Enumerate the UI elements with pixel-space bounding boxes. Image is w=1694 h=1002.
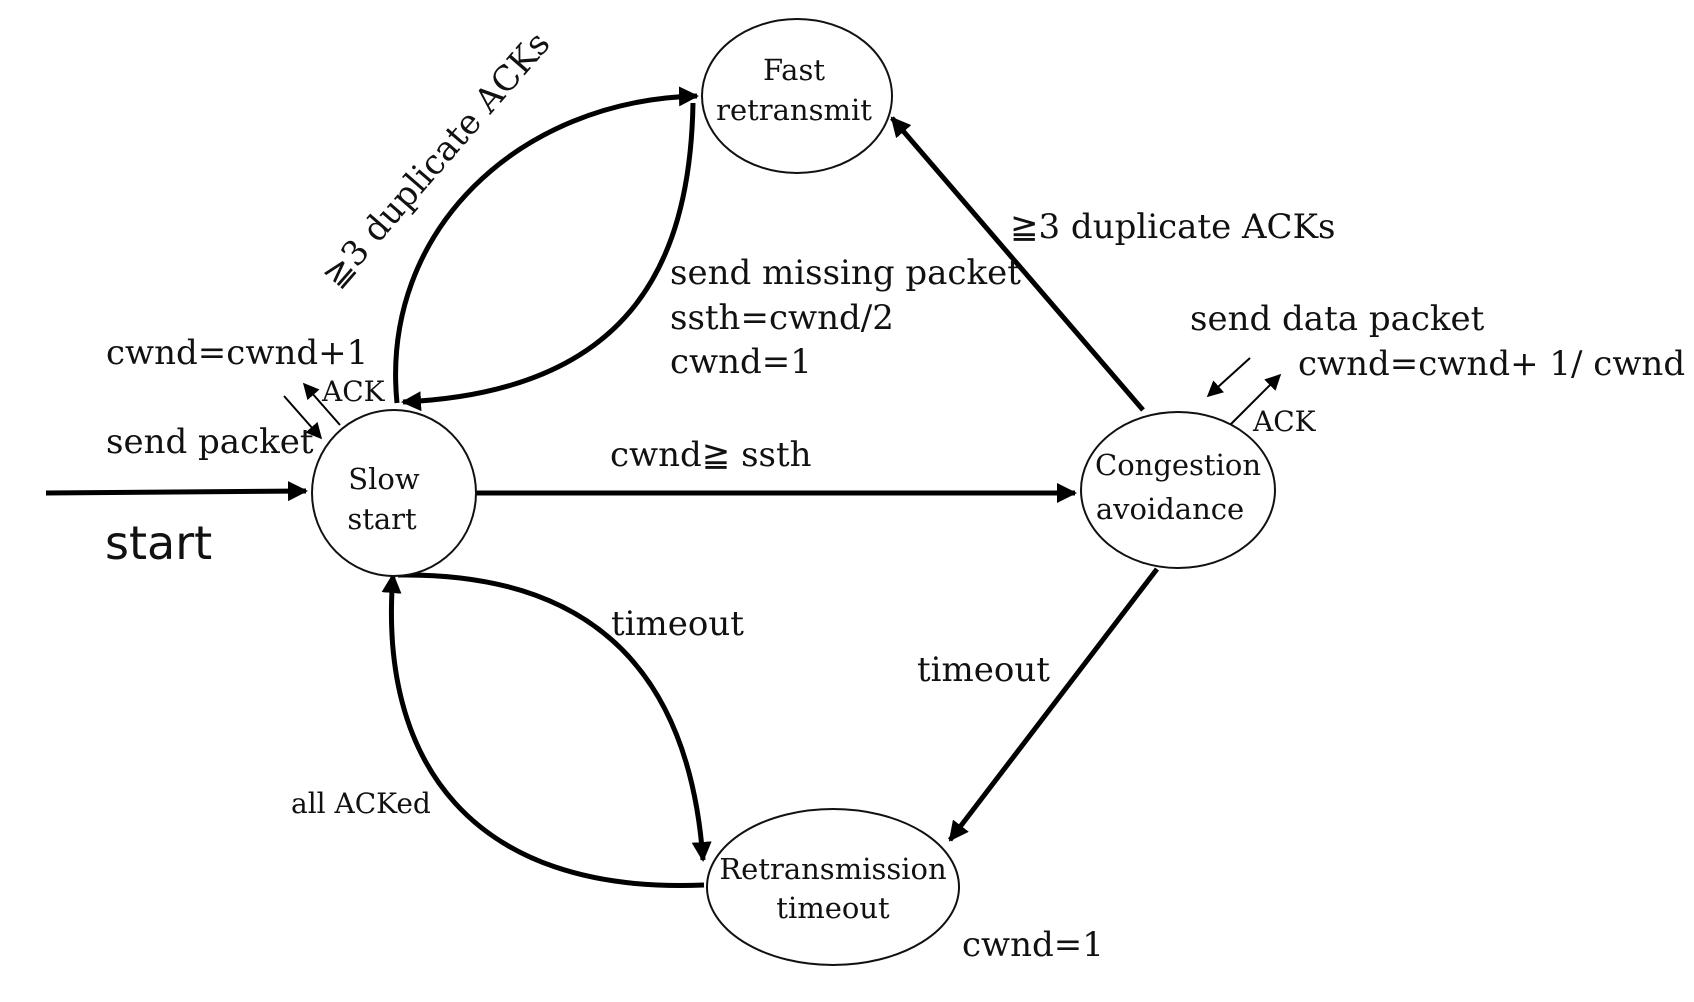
edge-congestion-avoidance-to-retransmission-timeout bbox=[948, 567, 1159, 842]
slow-start-update-label: cwnd=cwnd+1 bbox=[106, 333, 368, 373]
start-label: start bbox=[105, 516, 212, 570]
state-retransmission-timeout-line2: timeout bbox=[776, 891, 890, 925]
congestion-avoidance-send-arrow bbox=[1206, 357, 1251, 398]
slow-start-send-arrow bbox=[283, 395, 323, 440]
slow-start-ack-label: ACK bbox=[321, 375, 386, 408]
state-congestion-avoidance-line1: Congestion bbox=[1095, 448, 1261, 482]
start-arrow bbox=[45, 481, 308, 502]
edge-retransmission-timeout-to-slow-start bbox=[381, 573, 705, 889]
fast-retransmit-to-slow-start-line3: cwnd=1 bbox=[670, 342, 812, 382]
congestion-avoidance-send-label: send data packet bbox=[1190, 299, 1485, 339]
retransmission-timeout-update-label: cwnd=1 bbox=[962, 925, 1104, 965]
slow-start-to-congestion-avoidance-label: cwnd≧ ssth bbox=[610, 435, 812, 475]
state-slow-start: Slow start bbox=[311, 409, 477, 577]
congestion-avoidance-to-retransmission-timeout-label: timeout bbox=[917, 650, 1050, 690]
state-slow-start-line1: Slow bbox=[348, 462, 420, 496]
slow-start-send-label: send packet bbox=[106, 422, 314, 462]
congestion-avoidance-ack-label: ACK bbox=[1252, 405, 1317, 438]
state-congestion-avoidance-line2: avoidance bbox=[1096, 492, 1244, 526]
state-fast-retransmit-line1: Fast bbox=[763, 53, 825, 87]
congestion-avoidance-update-label: cwnd=cwnd+ 1/ cwnd bbox=[1298, 344, 1685, 384]
slow-start-ack-arrow bbox=[302, 382, 341, 426]
edge-congestion-avoidance-to-fast-retransmit bbox=[890, 116, 1145, 412]
state-fast-retransmit: Fast retransmit bbox=[701, 18, 893, 174]
retransmission-timeout-to-slow-start-label: all ACKed bbox=[291, 787, 431, 820]
state-slow-start-line2: start bbox=[347, 502, 417, 536]
state-congestion-avoidance: Congestion avoidance bbox=[1080, 411, 1276, 569]
edge-slow-start-to-retransmission-timeout bbox=[397, 572, 712, 862]
fast-retransmit-to-slow-start-line2: ssth=cwnd/2 bbox=[670, 298, 894, 338]
state-fast-retransmit-line2: retransmit bbox=[716, 93, 872, 127]
slow-start-to-fast-retransmit-label: ≧3 duplicate ACKs bbox=[315, 24, 559, 296]
state-retransmission-timeout: Retransmission timeout bbox=[706, 808, 960, 966]
edge-slow-start-to-fast-retransmit bbox=[393, 86, 699, 404]
congestion-avoidance-ack-arrow bbox=[1229, 373, 1282, 426]
congestion-avoidance-to-fast-retransmit-label: ≧3 duplicate ACKs bbox=[1010, 207, 1335, 247]
fast-retransmit-to-slow-start-line1: send missing packet bbox=[670, 253, 1021, 293]
edge-fast-retransmit-to-slow-start bbox=[401, 102, 696, 412]
slow-start-to-retransmission-timeout-label: timeout bbox=[611, 604, 744, 644]
state-retransmission-timeout-line1: Retransmission bbox=[719, 852, 946, 886]
